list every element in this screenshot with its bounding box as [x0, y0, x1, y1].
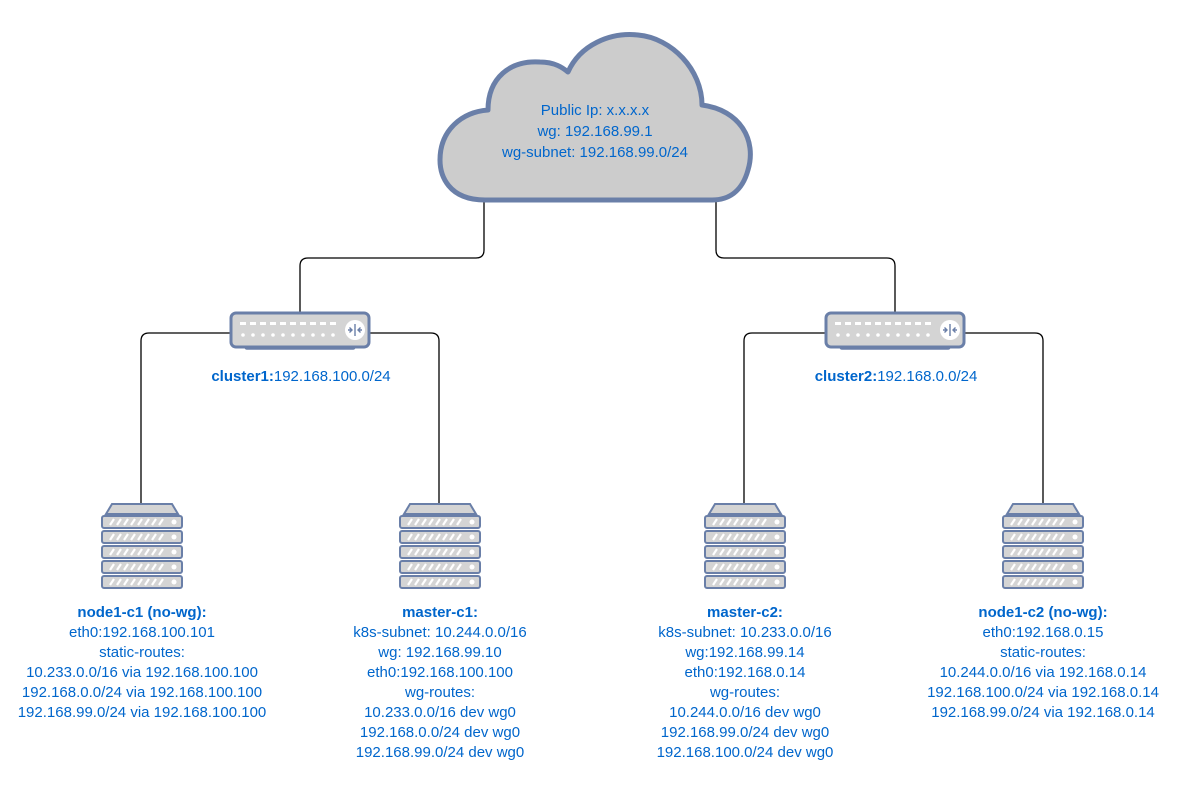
cluster2-name: cluster2: — [814, 368, 878, 385]
router-icon — [229, 311, 371, 350]
link-cluster1-master-c1 — [368, 332, 440, 505]
links — [140, 200, 1044, 505]
cluster1-label: cluster1:192.168.100.0/24 — [211, 368, 390, 385]
node-line: eth0:192.168.0.14 — [684, 664, 806, 681]
server-icon-node1-c2 — [1002, 503, 1084, 589]
node-line: 192.168.99.0/24 via 192.168.0.14 — [931, 704, 1155, 721]
link-cluster2-master-c2 — [743, 332, 826, 505]
node-line: wg:192.168.99.14 — [685, 644, 805, 661]
cluster1-subnet: 192.168.100.0/24 — [273, 368, 391, 385]
node-line: eth0:192.168.100.100 — [367, 664, 513, 681]
node-line: 10.244.0.0/16 via 192.168.0.14 — [939, 664, 1147, 681]
master-c1-label: master-c1: k8s-subnet: 10.244.0.0/16 wg:… — [353, 603, 526, 763]
node-line: 10.244.0.0/16 dev wg0 — [669, 704, 821, 721]
node-line: 192.168.100.0/24 dev wg0 — [656, 744, 834, 761]
link-cluster1-node1-c1 — [140, 332, 232, 505]
master-c1-title: master-c1: — [402, 604, 478, 621]
cluster1-name: cluster1: — [211, 368, 274, 385]
cloud-public-ip: Public Ip: x.x.x.x — [540, 102, 650, 119]
node-line: wg: 192.168.99.10 — [378, 644, 502, 661]
cloud-icon — [437, 32, 753, 203]
node1-c2-title: node1-c2 (no-wg): — [978, 604, 1108, 621]
node-line: 192.168.99.0/24 dev wg0 — [355, 744, 525, 761]
master-c2-label: master-c2: k8s-subnet: 10.233.0.0/16 wg:… — [657, 603, 834, 763]
node1-c1-label: node1-c1 (no-wg): eth0:192.168.100.101 s… — [18, 603, 267, 723]
servers — [101, 503, 1084, 589]
node-line: wg-routes: — [709, 684, 781, 701]
master-c2-title: master-c2: — [707, 604, 783, 621]
cloud-label: Public Ip: x.x.x.x wg: 192.168.99.1 wg-s… — [502, 100, 688, 163]
cloud-wg: wg: 192.168.99.1 — [537, 123, 653, 140]
link-cloud-cluster1 — [299, 200, 485, 313]
router-icon — [824, 311, 966, 350]
node-line: 192.168.99.0/24 dev wg0 — [660, 724, 830, 741]
node-line: wg-routes: — [404, 684, 476, 701]
node-line: eth0:192.168.0.15 — [982, 624, 1104, 641]
node-line: 192.168.99.0/24 via 192.168.100.100 — [17, 704, 267, 721]
node-line: 192.168.0.0/24 via 192.168.100.100 — [21, 684, 263, 701]
cluster2-label: cluster2:192.168.0.0/24 — [815, 368, 978, 385]
node-line: 10.233.0.0/16 dev wg0 — [364, 704, 516, 721]
link-cluster2-node1-c2 — [965, 332, 1044, 505]
node-line: k8s-subnet: 10.233.0.0/16 — [658, 624, 832, 641]
node-line: k8s-subnet: 10.244.0.0/16 — [353, 624, 527, 641]
node-line: 192.168.0.0/24 dev wg0 — [359, 724, 521, 741]
node-line: eth0:192.168.100.101 — [69, 624, 215, 641]
server-icon-node1-c1 — [101, 503, 183, 589]
node1-c2-label: node1-c2 (no-wg): eth0:192.168.0.15 stat… — [927, 603, 1159, 723]
node-line: static-routes: — [99, 644, 185, 661]
server-icon-master-c2 — [704, 503, 786, 589]
node-line: static-routes: — [1000, 644, 1086, 661]
node1-c1-title: node1-c1 (no-wg): — [77, 604, 207, 621]
node-line: 192.168.100.0/24 via 192.168.0.14 — [927, 684, 1159, 701]
link-cloud-cluster2 — [715, 200, 896, 313]
cluster2-subnet: 192.168.0.0/24 — [877, 368, 978, 385]
server-icon-master-c1 — [399, 503, 481, 589]
node-line: 10.233.0.0/16 via 192.168.100.100 — [26, 664, 258, 681]
cloud-wg-subnet: wg-subnet: 192.168.99.0/24 — [502, 144, 688, 161]
